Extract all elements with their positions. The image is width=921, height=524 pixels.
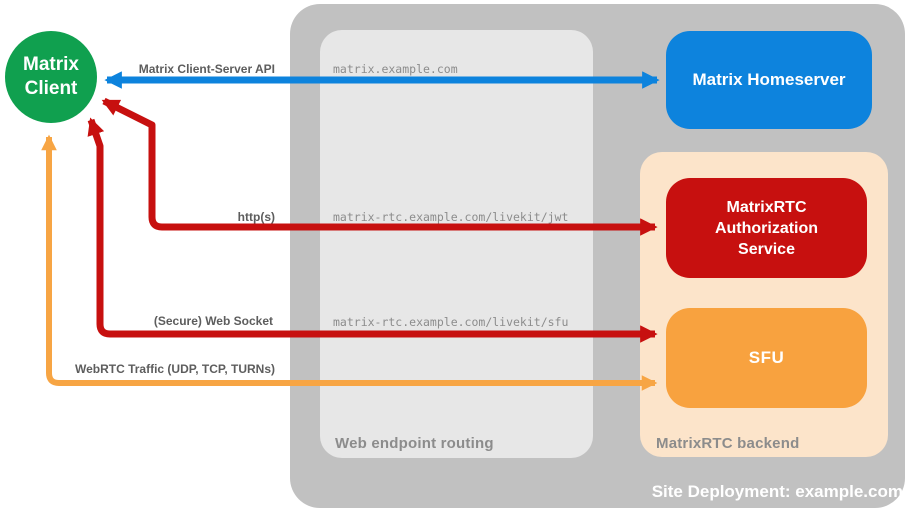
endpoint-livekit-sfu: matrix-rtc.example.com/livekit/sfu bbox=[333, 315, 569, 329]
endpoint-livekit-jwt: matrix-rtc.example.com/livekit/jwt bbox=[333, 210, 569, 224]
matrix-client-label-line2: Client bbox=[24, 78, 78, 99]
endpoint-matrix-domain: matrix.example.com bbox=[333, 62, 458, 76]
matrix-homeserver-label: Matrix Homeserver bbox=[692, 70, 846, 89]
matrix-client-label-line1: Matrix bbox=[23, 54, 79, 75]
client-server-api-arrow-label: Matrix Client-Server API bbox=[138, 62, 275, 76]
auth-service-label-line1: MatrixRTC bbox=[726, 198, 807, 216]
sfu-node: SFU bbox=[666, 308, 867, 408]
matrix-client-node: Matrix Client bbox=[5, 31, 97, 123]
sfu-label: SFU bbox=[748, 348, 785, 367]
matrix-homeserver-node: Matrix Homeserver bbox=[666, 31, 872, 129]
matrixrtc-backend-caption: MatrixRTC backend bbox=[656, 435, 800, 452]
https-arrow-label: http(s) bbox=[237, 210, 275, 224]
web-endpoint-routing-caption: Web endpoint routing bbox=[335, 435, 494, 452]
auth-service-label-line2: Authorization bbox=[714, 219, 819, 237]
secure-websocket-arrow-label: (Secure) Web Socket bbox=[153, 314, 273, 328]
matrixrtc-authorization-service-node: MatrixRTC Authorization Service bbox=[666, 178, 867, 278]
web-endpoint-routing-container bbox=[320, 30, 593, 458]
site-deployment-caption: Site Deployment: example.com bbox=[651, 482, 903, 501]
webrtc-traffic-arrow-label: WebRTC Traffic (UDP, TCP, TURNs) bbox=[74, 362, 275, 376]
auth-service-label-line3: Service bbox=[738, 240, 795, 258]
